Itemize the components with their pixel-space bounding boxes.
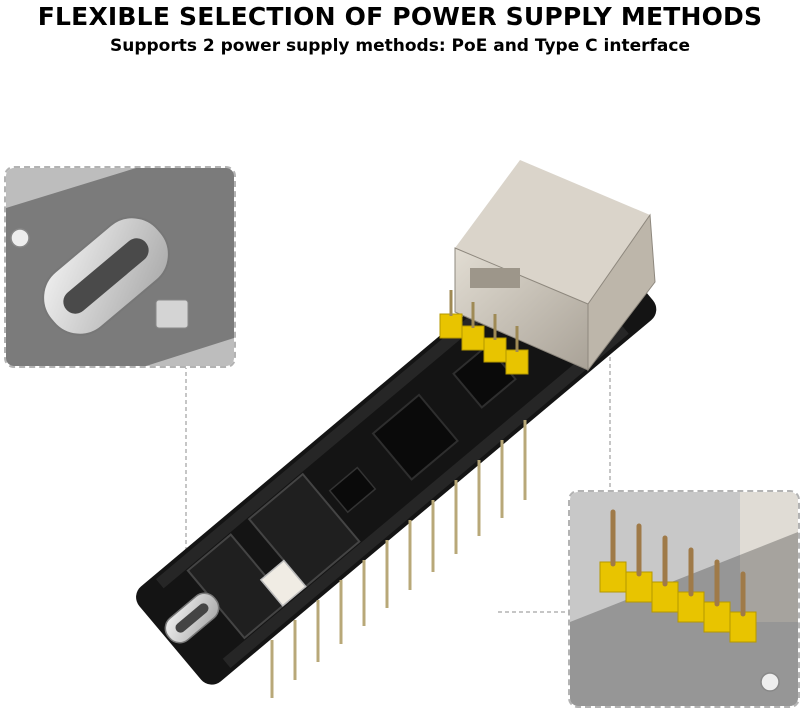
rj45-jack: [454, 160, 656, 372]
jst-connector: [259, 559, 307, 607]
usb-type-c-port: [164, 592, 220, 644]
poe-header: [439, 313, 529, 375]
gold-pin-legs: [270, 420, 527, 698]
flash-chip: [328, 466, 377, 514]
poe-header-closeup-illustration: [570, 492, 798, 706]
poe-header-closeup-inset: [568, 490, 800, 708]
header-pins-bottom: [222, 324, 629, 668]
usb-c-closeup-inset: [4, 166, 236, 368]
fpc-connector: [247, 472, 361, 588]
usb-c-closeup-illustration: [6, 168, 234, 366]
page-subtitle: Supports 2 power supply methods: PoE and…: [109, 36, 691, 56]
page-title: FLEXIBLE SELECTION OF POWER SUPPLY METHO…: [37, 2, 763, 31]
mcu-chip: [371, 393, 459, 481]
